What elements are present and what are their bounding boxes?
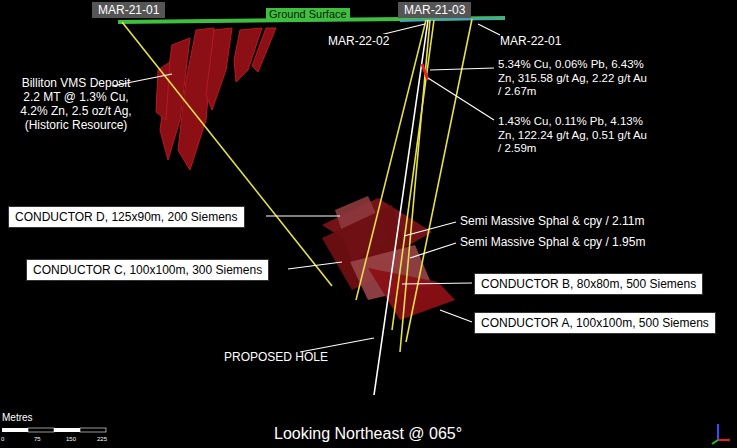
box-text: MAR-21-03 — [404, 3, 465, 17]
vms-deposit — [156, 28, 276, 170]
hole-label: MAR-22-02 — [328, 34, 389, 48]
conductor-box: CONDUCTOR D, 125x90m, 200 Siemens — [8, 206, 245, 228]
scale-number: 225 — [97, 436, 107, 443]
hole-collar-box: MAR-21-01 — [92, 2, 165, 18]
box-text: CONDUCTOR B, 80x80m, 500 Siemens — [481, 277, 696, 291]
box-text: CONDUCTOR A, 100x100m, 500 Siemens — [481, 316, 709, 330]
intercept-label: Semi Massive Sphal & cpy / 2.11m — [460, 214, 645, 228]
assay-label: 1.43% Cu, 0.11% Pb, 4.13% Zn, 122.24 g/t… — [498, 115, 648, 156]
scale-number: 150 — [66, 436, 76, 443]
hole-label: MAR-22-01 — [500, 34, 561, 48]
intercept-label: Semi Massive Sphal & cpy / 1.95m — [460, 235, 645, 249]
box-text: MAR-21-01 — [98, 3, 159, 17]
drill-holes — [122, 19, 472, 352]
hole-collar-box: MAR-21-03 — [398, 2, 471, 18]
scale-bar — [2, 428, 106, 432]
box-text: CONDUCTOR C, 100x100m, 300 Siemens — [33, 263, 262, 277]
scale-number: 75 — [34, 436, 41, 443]
scale-number: 0 — [1, 436, 4, 443]
conductor-box: CONDUCTOR B, 80x80m, 500 Siemens — [474, 273, 703, 295]
conductor-plates — [322, 196, 455, 320]
deposit-label: Billiton VMS Deposit 2.2 MT @ 1.3% Cu, 4… — [20, 76, 132, 133]
proposed-hole-label: PROPOSED HOLE — [224, 350, 328, 364]
leader-lines — [112, 24, 500, 352]
intercept-mark — [422, 64, 428, 80]
view-title: Looking Northeast @ 065° — [274, 425, 462, 444]
proposed-hole — [374, 20, 428, 395]
axis-icon — [712, 424, 730, 444]
ground-label: Ground Surface — [266, 8, 350, 21]
conductor-box: CONDUCTOR C, 100x100m, 300 Siemens — [26, 259, 269, 281]
conductor-box: CONDUCTOR A, 100x100m, 500 Siemens — [474, 312, 716, 334]
assay-label: 5.34% Cu, 0.06% Pb, 6.43% Zn, 315.58 g/t… — [498, 58, 648, 99]
ground-surface-edge — [400, 18, 505, 21]
scale-unit: Metres — [2, 412, 33, 424]
box-text: CONDUCTOR D, 125x90m, 200 Siemens — [15, 210, 238, 224]
